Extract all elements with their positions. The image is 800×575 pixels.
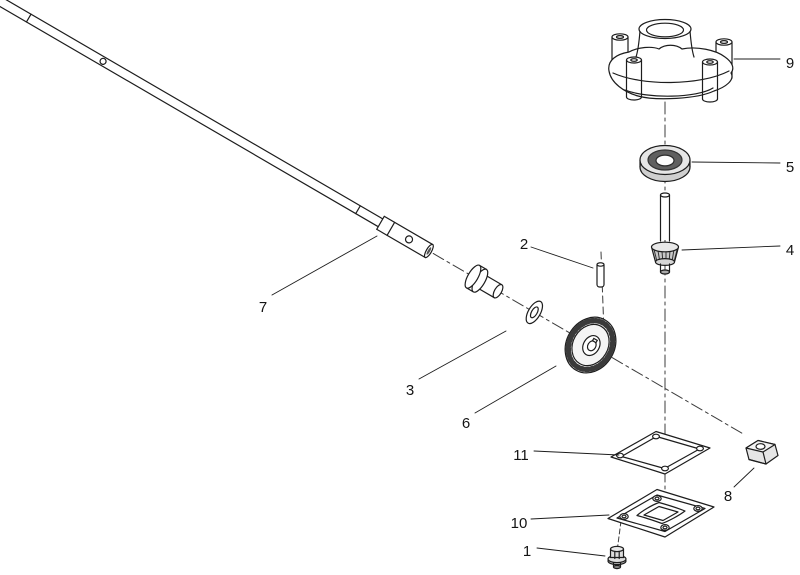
plug-edge-front (762, 451, 767, 465)
bevel-gear (564, 316, 617, 374)
gear-housing (608, 18, 734, 103)
callout-9-label: 9 (786, 55, 794, 72)
callout-11-label: 11 (513, 447, 529, 464)
callout-8: 8 (724, 467, 755, 505)
pinion-cone-right (673, 246, 680, 263)
plug-edge-left (748, 458, 767, 465)
callout-10: 10 (511, 514, 610, 532)
bushing (464, 264, 504, 299)
boss-tl-hole (615, 34, 625, 39)
housing-skirt (624, 87, 714, 97)
gasket (610, 430, 711, 475)
callout-6: 6 (462, 365, 557, 432)
bolt-hex-top (609, 545, 625, 553)
cover-holes (619, 495, 703, 531)
pinion-top-rim (650, 241, 680, 253)
pinion-shaft-fill (660, 195, 670, 240)
plug-bore (755, 443, 766, 450)
callouts: 1 2 3 4 5 6 7 (259, 55, 794, 560)
gasket-hole-left (615, 452, 624, 459)
drive-shaft (0, 0, 434, 259)
housing-flange-edge (612, 70, 730, 84)
boss-tr-hole (719, 39, 729, 44)
callout-2-leader (530, 246, 594, 269)
callout-7-leader (271, 235, 378, 296)
gasket-outer (610, 430, 711, 475)
callout-5-label: 5 (786, 159, 794, 176)
flange-bolt (607, 545, 627, 570)
callout-10-label: 10 (511, 515, 528, 532)
pinion-cone-left (650, 246, 657, 263)
cover (607, 488, 715, 538)
gasket-hole-top (651, 433, 660, 440)
callout-5: 5 (691, 159, 794, 176)
neck-right (689, 30, 695, 58)
boss-br-hole (706, 60, 714, 64)
callout-4-label: 4 (786, 242, 794, 259)
gasket-hole-bottom (660, 465, 669, 472)
callout-7: 7 (259, 235, 378, 316)
callout-11: 11 (513, 447, 620, 464)
coupling-tick (386, 221, 396, 236)
shaft-edge-bottom (0, 2, 379, 228)
cover-rim (616, 494, 706, 533)
boss-bl-hole (630, 58, 638, 62)
pinion-bottom-rim (654, 258, 676, 267)
pinion-shaft (650, 192, 680, 275)
callout-2-label: 2 (520, 236, 528, 253)
washer (525, 300, 544, 325)
cover-outer (607, 488, 715, 538)
callout-1-leader (536, 547, 606, 557)
cover-recess-outer (636, 501, 686, 525)
bolt-tip-end (612, 564, 622, 570)
neck-opening-inner (645, 22, 685, 38)
callout-11-leader (533, 450, 620, 456)
washer-hole (529, 306, 539, 319)
pin-top (596, 262, 605, 267)
boss-br-bottom (701, 98, 719, 103)
callout-8-leader (733, 467, 755, 488)
bolt-centerline (617, 520, 622, 549)
coupling-hole (404, 235, 414, 244)
callout-4: 4 (681, 242, 794, 259)
callout-7-label: 7 (259, 299, 267, 316)
callout-10-leader (530, 514, 610, 520)
bearing-bore (655, 154, 675, 167)
callout-6-label: 6 (462, 415, 470, 432)
shaft-end-cap (25, 13, 32, 23)
callout-2: 2 (520, 236, 594, 269)
gear-keyway (591, 337, 599, 344)
callout-3: 3 (406, 330, 507, 399)
coupling-end-bore (426, 247, 432, 255)
callout-1-label: 1 (523, 543, 531, 560)
shaft-edge-top (0, 0, 384, 220)
callout-4-leader (681, 245, 781, 251)
callout-6-leader (474, 365, 557, 414)
callout-8-label: 8 (724, 488, 732, 505)
callout-9: 9 (733, 55, 794, 72)
pinion-tip-end (659, 269, 671, 275)
pinion-shaft-top (659, 192, 671, 198)
shaft-axis-group (0, 0, 744, 435)
callout-3-leader (418, 330, 507, 380)
bearing (639, 144, 691, 183)
roll-pin (596, 262, 605, 288)
bushing-tube-end (492, 283, 504, 299)
bushing-flange-front (464, 264, 482, 289)
shaft-coupling (375, 215, 434, 259)
shaft-hole (99, 57, 107, 65)
callout-5-leader (691, 161, 781, 164)
boss-bl-bottom (625, 96, 643, 101)
gasket-hole-right (695, 445, 704, 452)
gear-teeth-ring (565, 317, 616, 373)
cover-recess-inner (643, 505, 679, 522)
shaft-joint-tick (355, 205, 361, 215)
hex-plug (745, 439, 779, 465)
callout-3-label: 3 (406, 382, 414, 399)
bushing-flange-back (471, 268, 489, 293)
callout-1: 1 (523, 543, 606, 560)
neck-left (635, 30, 641, 58)
